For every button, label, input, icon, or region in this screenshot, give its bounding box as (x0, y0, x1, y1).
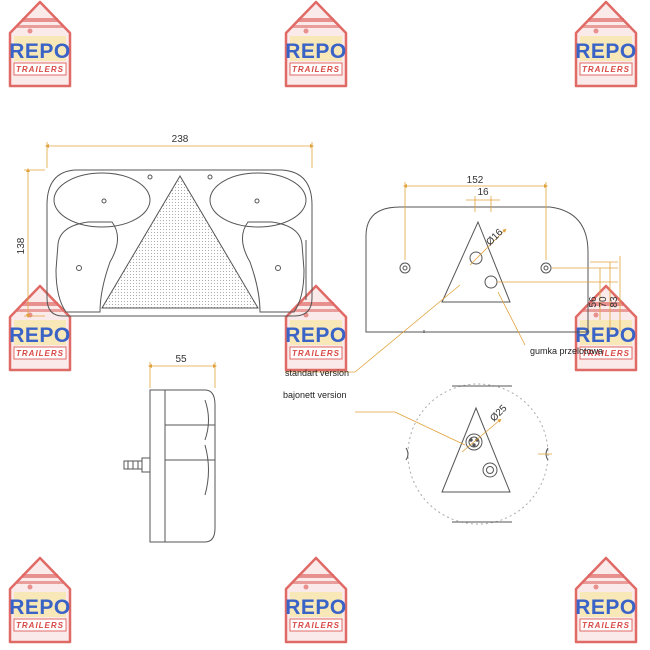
logo-sub-text: TRAILERS (16, 349, 64, 358)
logo-top-left: REPO TRAILERS (8, 0, 72, 88)
logo-sub-text: TRAILERS (16, 65, 64, 74)
side-dimensions (148, 362, 217, 388)
logo-sub-text: TRAILERS (582, 65, 630, 74)
logo-brand-text: REPO (575, 596, 637, 619)
logo-top-right: REPO TRAILERS (574, 0, 638, 88)
logo-brand-text: REPO (575, 40, 637, 63)
front-height-label: 138 (16, 237, 27, 254)
vertical-83-label: 83 (609, 296, 620, 308)
logo-sub-text: TRAILERS (582, 621, 630, 630)
bayonet-mount-plate (441, 406, 511, 493)
side-view (123, 389, 216, 543)
logo-sub-text: TRAILERS (292, 621, 340, 630)
bayonet-dimensions (355, 411, 552, 455)
side-depth-label: 55 (175, 354, 187, 365)
standard-version-annotation: standart version (285, 368, 349, 378)
gasket-annotation: gumka przelotowa (530, 346, 603, 356)
logo-brand-text: REPO (285, 40, 347, 63)
bayonet-version-annotation: bajonett version (283, 390, 347, 400)
back-view (365, 206, 589, 333)
vertical-70-label: 70 (598, 296, 609, 308)
logo-bottom-left: REPO TRAILERS (8, 556, 72, 644)
logo-bottom-center: REPO TRAILERS (284, 556, 348, 644)
back-offset-label: 16 (477, 187, 489, 198)
front-width-label: 238 (172, 134, 189, 145)
vertical-56-label: 56 (588, 296, 599, 308)
logo-brand-text: REPO (285, 596, 347, 619)
logo-brand-text: REPO (9, 596, 71, 619)
logo-mid-center: REPO TRAILERS (284, 284, 348, 372)
front-dimensions (24, 142, 314, 318)
back-dimensions (285, 182, 621, 373)
logo-sub-text: TRAILERS (292, 349, 340, 358)
logo-brand-text: REPO (9, 324, 71, 347)
bayonet-detail (405, 383, 549, 525)
diameter-25-label: Ø25 (488, 403, 509, 424)
diameter-16-label: Ø16 (484, 227, 505, 248)
logo-sub-text: TRAILERS (16, 621, 64, 630)
logo-sub-text: TRAILERS (582, 349, 630, 358)
logo-brand-text: REPO (9, 40, 71, 63)
logo-mid-left: REPO TRAILERS (8, 284, 72, 372)
logo-mid-right: REPO TRAILERS (574, 284, 638, 372)
logo-top-center: REPO TRAILERS (284, 0, 348, 88)
front-view (46, 169, 313, 317)
back-span-label: 152 (467, 175, 484, 186)
logo-bottom-right: REPO TRAILERS (574, 556, 638, 644)
standard-mount-plate (441, 220, 511, 303)
logo-sub-text: TRAILERS (292, 65, 340, 74)
logo-brand-text: REPO (575, 324, 637, 347)
reflector-triangle (101, 175, 259, 309)
logo-brand-text: REPO (285, 324, 347, 347)
